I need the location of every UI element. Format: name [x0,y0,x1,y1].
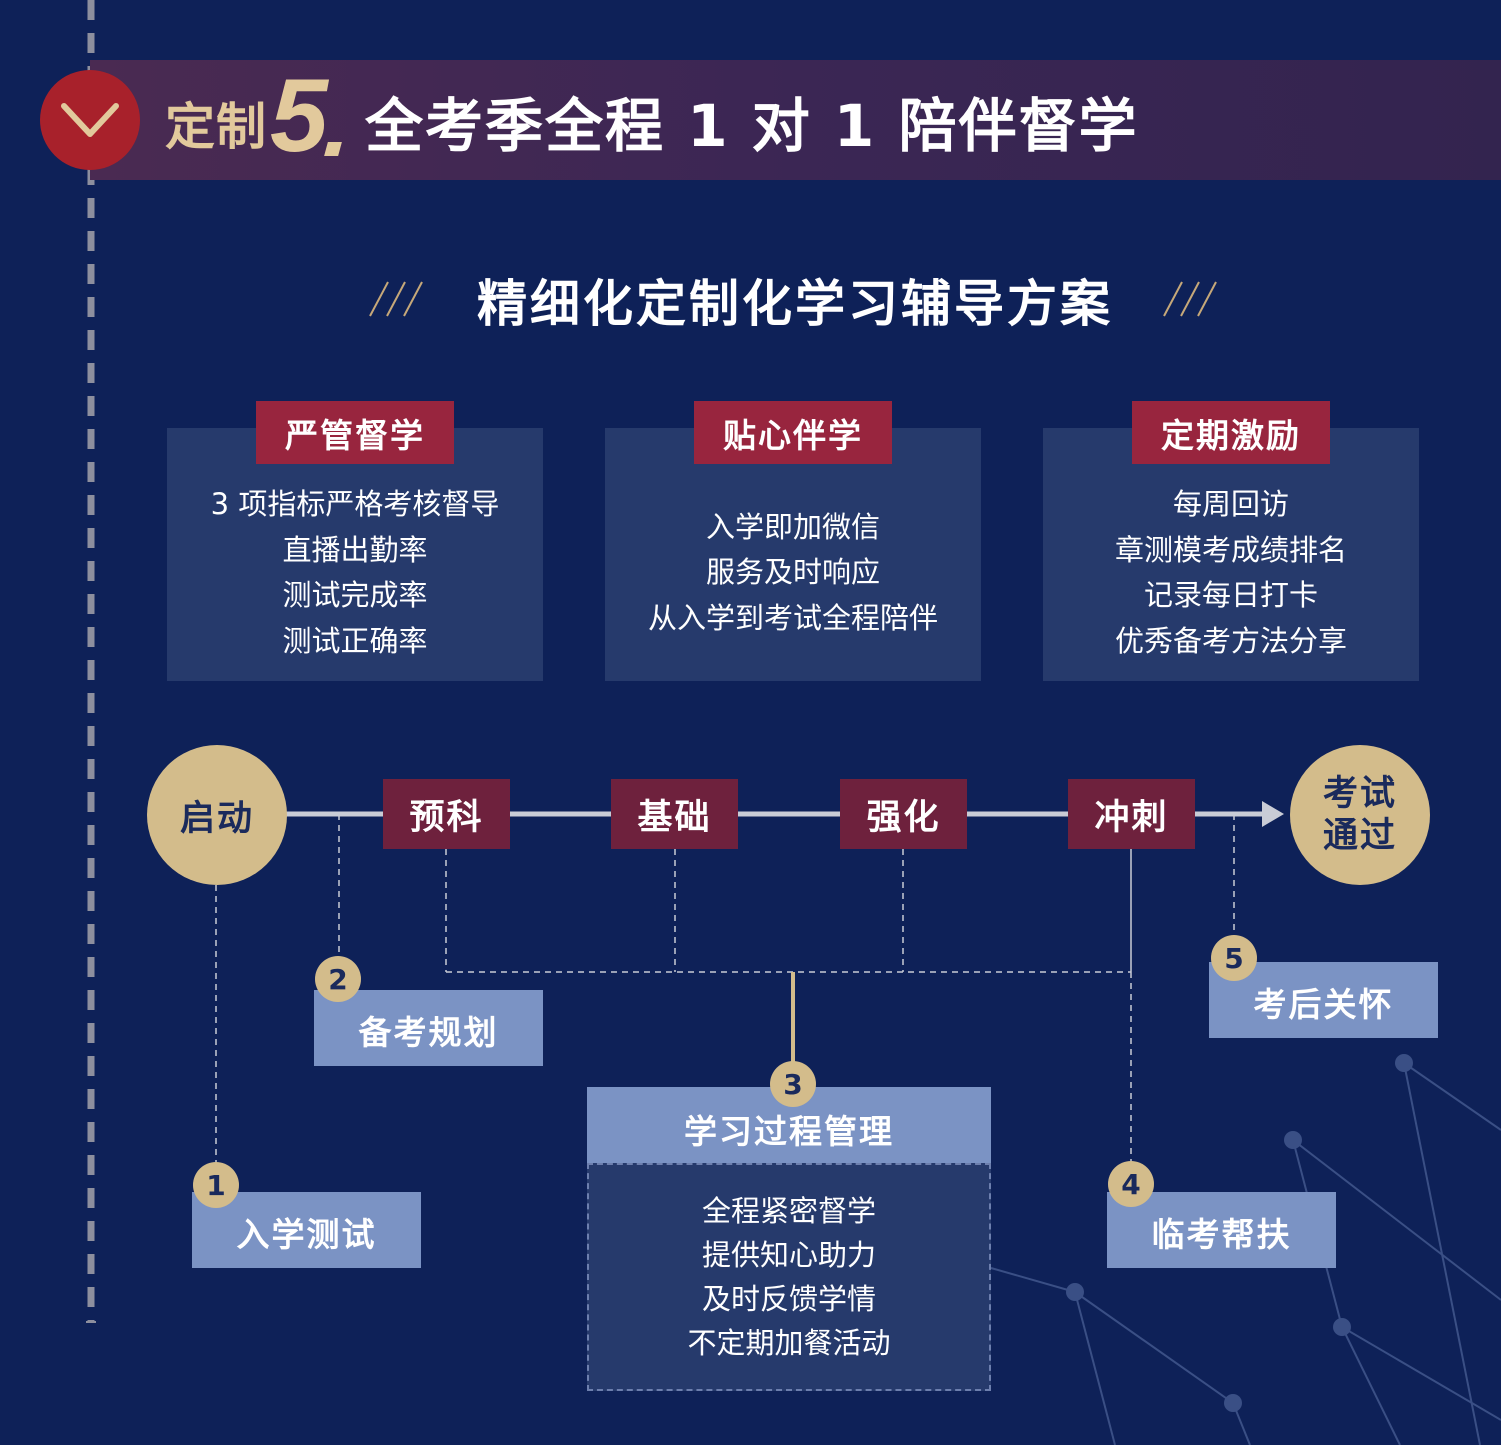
step-number-badge: 1 [193,1162,239,1208]
step-number-badge: 3 [770,1061,816,1107]
section-title: 精细化定制化学习辅导方案 [477,275,1113,333]
slash-decoration-right [1163,281,1217,317]
header-band [90,60,1501,180]
card-lines: 入学即加微信 服务及时响应 从入学到考试全程陪伴 [605,482,981,664]
end-line-2: 通过 [1322,816,1397,856]
step-number-badge: 5 [1211,935,1257,981]
step-number-badge: 4 [1108,1161,1154,1207]
process-line: 不定期加餐活动 [687,1326,891,1360]
card-tag: 定期激励 [1132,401,1330,464]
process-line: 全程紧密督学 [701,1194,876,1228]
chevron-down-icon [40,70,140,170]
card-tag: 贴心伴学 [694,401,892,464]
card-line: 入学即加微信 [705,509,880,544]
card-line: 记录每日打卡 [1143,578,1318,612]
card-regular-incentive [1043,428,1419,681]
dashed-connectors [215,814,1235,1165]
process-management-details: 全程紧密督学 提供知心助力 及时反馈学情 不定期加餐活动 [587,1163,991,1391]
process-line: 提供知心助力 [701,1238,876,1272]
timeline-start-circle: 启动 [147,745,287,885]
process-line: 及时反馈学情 [701,1282,876,1316]
card-line: 优秀备考方法分享 [1114,623,1347,658]
step-pre-exam-support: 临考帮扶 [1107,1192,1336,1268]
step-entrance-test: 入学测试 [192,1192,421,1268]
card-line: 每周回访 [1172,487,1289,521]
stage-foundation: 基础 [611,779,738,849]
card-line: 章测模考成绩排名 [1114,532,1347,567]
card-line: 服务及时响应 [705,555,880,590]
step-process-management: 学习过程管理 [587,1087,991,1163]
header-title: 全考季全程 1 对 1 陪伴督学 [365,92,1139,160]
card-strict-supervision [167,428,543,681]
end-line-1: 考试 [1322,774,1397,814]
header-number: 5 [270,57,328,174]
step-number-badge: 2 [315,956,361,1002]
card-line: 3 项指标严格考核督导 [210,487,500,521]
card-line: 测试完成率 [282,578,428,612]
card-line: 从入学到考试全程陪伴 [647,600,938,635]
card-line: 直播出勤率 [282,532,428,567]
timeline-end-circle: 考试 通过 [1290,745,1430,885]
step-exam-planning: 备考规划 [314,990,543,1066]
stage-reinforcement: 强化 [840,779,967,849]
stage-sprint: 冲刺 [1068,779,1195,849]
card-companion-study [605,428,981,681]
card-lines: 3 项指标严格考核督导 直播出勤率 测试完成率 测试正确率 [167,482,543,664]
card-lines: 每周回访 章测模考成绩排名 记录每日打卡 优秀备考方法分享 [1043,482,1419,664]
card-tag: 严管督学 [256,401,454,464]
stage-preparatory: 预科 [383,779,510,849]
timeline-arrow [1262,801,1284,827]
card-line: 测试正确率 [282,623,428,658]
header-prefix: 定制 [165,98,267,156]
slash-decoration-left [369,281,423,317]
